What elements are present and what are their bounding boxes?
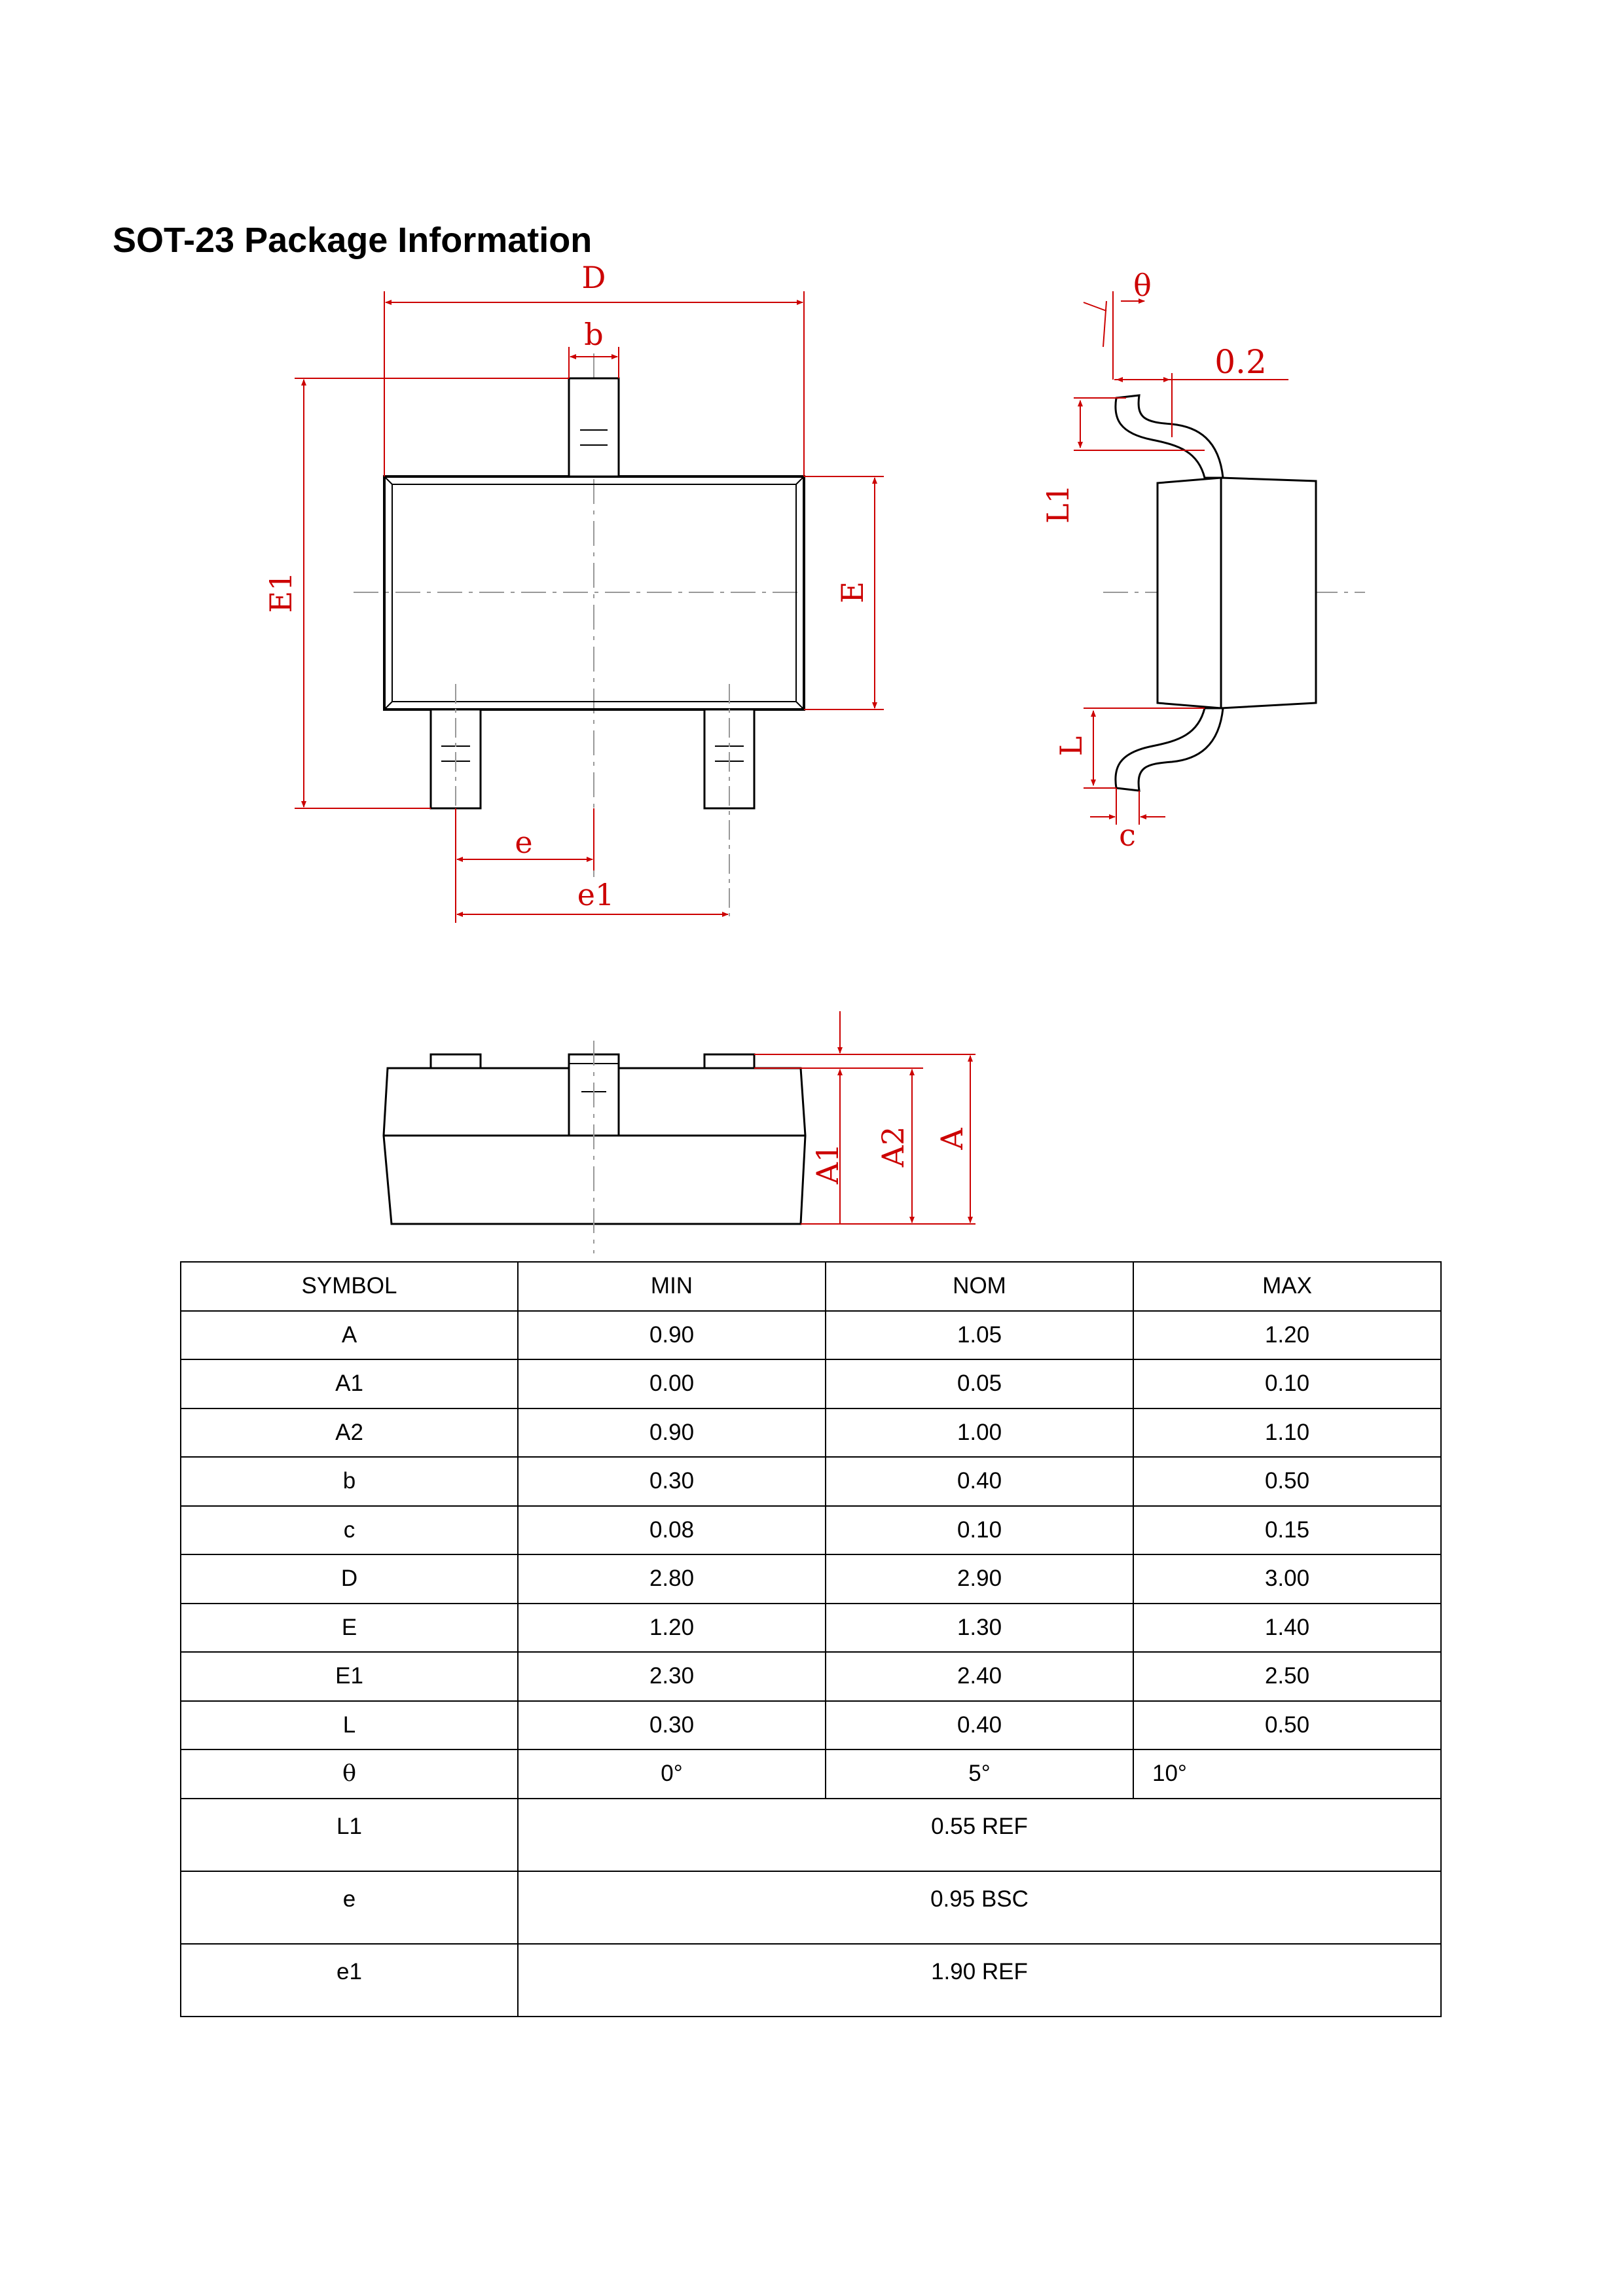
cell-symbol: E: [180, 1602, 519, 1653]
table-row: b 0.30 0.40 0.50: [180, 1456, 1442, 1507]
cell-symbol: D: [180, 1554, 519, 1604]
front-view-labels: A1 A2 A: [810, 1126, 970, 1185]
table-row: A1 0.00 0.05 0.10: [180, 1359, 1442, 1409]
cell-min: 0.90: [517, 1407, 826, 1458]
cell-symbol: E1: [180, 1651, 519, 1702]
table-row: c 0.08 0.10 0.15: [180, 1505, 1442, 1555]
cell-symbol: c: [180, 1505, 519, 1555]
cell-ref-value: 0.95 BSC: [517, 1870, 1442, 1945]
cell-min: 0.08: [517, 1505, 826, 1555]
package-drawing: D b E1 E e e1: [263, 260, 1365, 1253]
side-view-lead-bottom: [1114, 707, 1224, 792]
cell-nom: 1.05: [825, 1310, 1134, 1360]
top-view-labels: D b E1 E e e1: [263, 260, 870, 912]
table-row: A2 0.90 1.00 1.10: [180, 1407, 1442, 1458]
side-view-labels: θ 0.2 L1 L c: [1040, 268, 1267, 853]
top-view-lead-top: [568, 377, 620, 478]
cell-ref-value: 0.55 REF: [517, 1797, 1442, 1872]
cell-max: 0.50: [1133, 1700, 1442, 1750]
front-view-dimensions: [754, 1011, 976, 1225]
table-row: D 2.80 2.90 3.00: [180, 1554, 1442, 1604]
cell-max: 1.10: [1133, 1407, 1442, 1458]
cell-ref-value: 1.90 REF: [517, 1943, 1442, 2017]
cell-symbol: A2: [180, 1407, 519, 1458]
cell-symbol: θ: [180, 1749, 519, 1799]
cell-min: 0.30: [517, 1700, 826, 1750]
side-view-dimensions: [1074, 291, 1288, 825]
cell-symbol: A1: [180, 1359, 519, 1409]
cell-min: 0.90: [517, 1310, 826, 1360]
table-row: θ 0° 5° 10°: [180, 1749, 1442, 1799]
table-row: L 0.30 0.40 0.50: [180, 1700, 1442, 1750]
header-nom: NOM: [825, 1261, 1134, 1312]
table-row: E1 2.30 2.40 2.50: [180, 1651, 1442, 1702]
cell-symbol: e: [180, 1870, 519, 1945]
table-ref-row: e1 1.90 REF: [180, 1943, 1442, 2017]
cell-symbol: A: [180, 1310, 519, 1360]
cell-nom: 5°: [825, 1749, 1134, 1799]
table-ref-row: L1 0.55 REF: [180, 1797, 1442, 1872]
side-view-lead-top: [1114, 394, 1224, 479]
cell-min: 2.80: [517, 1554, 826, 1604]
header-max: MAX: [1133, 1261, 1442, 1312]
cell-max: 1.20: [1133, 1310, 1442, 1360]
cell-nom: 0.10: [825, 1505, 1134, 1555]
cell-max: 0.15: [1133, 1505, 1442, 1555]
page-title: SOT-23 Package Information: [113, 221, 593, 260]
cell-symbol: L1: [180, 1797, 519, 1872]
cell-symbol: e1: [180, 1943, 519, 2017]
label-e1: e1: [577, 877, 615, 912]
label-e: e: [515, 825, 532, 860]
top-view: [354, 353, 805, 916]
table-row: E 1.20 1.30 1.40: [180, 1602, 1442, 1653]
header-min: MIN: [517, 1261, 826, 1312]
label-theta: θ: [1133, 268, 1152, 303]
label-E: E: [835, 581, 870, 603]
cell-min: 2.30: [517, 1651, 826, 1702]
label-gauge-0-2: 0.2: [1214, 343, 1267, 381]
label-E1: E1: [263, 572, 299, 613]
cell-nom: 0.40: [825, 1456, 1134, 1507]
label-A2: A2: [875, 1126, 911, 1168]
table-row: A 0.90 1.05 1.20: [180, 1310, 1442, 1360]
cell-max: 2.50: [1133, 1651, 1442, 1702]
label-A1: A1: [810, 1143, 845, 1185]
front-view: [382, 1041, 807, 1253]
cell-max: 10°: [1133, 1749, 1442, 1799]
cell-max: 3.00: [1133, 1554, 1442, 1604]
label-c: c: [1119, 817, 1136, 853]
cell-min: 0.00: [517, 1359, 826, 1409]
label-A: A: [934, 1128, 970, 1151]
cell-nom: 1.30: [825, 1602, 1134, 1653]
label-b: b: [584, 317, 603, 352]
cell-max: 0.10: [1133, 1359, 1442, 1409]
cell-symbol: L: [180, 1700, 519, 1750]
front-view-lead-right: [703, 1053, 756, 1069]
dimensions-table: SYMBOL MIN NOM MAX A 0.90 1.05 1.20 A1 0…: [180, 1261, 1442, 2017]
cell-nom: 0.05: [825, 1359, 1134, 1409]
cell-nom: 0.40: [825, 1700, 1134, 1750]
side-view: [1103, 394, 1365, 792]
cell-max: 1.40: [1133, 1602, 1442, 1653]
cell-min: 0.30: [517, 1456, 826, 1507]
top-view-body-inner: [392, 484, 797, 702]
cell-nom: 2.40: [825, 1651, 1134, 1702]
cell-symbol: b: [180, 1456, 519, 1507]
table-header-row: SYMBOL MIN NOM MAX: [180, 1261, 1442, 1312]
front-view-lead-left: [429, 1053, 482, 1069]
cell-nom: 1.00: [825, 1407, 1134, 1458]
side-view-body: [1156, 476, 1317, 709]
label-D: D: [582, 260, 606, 295]
top-view-dimensions: [295, 291, 884, 923]
cell-nom: 2.90: [825, 1554, 1134, 1604]
cell-min: 1.20: [517, 1602, 826, 1653]
cell-max: 0.50: [1133, 1456, 1442, 1507]
table-ref-row: e 0.95 BSC: [180, 1870, 1442, 1945]
cell-min: 0°: [517, 1749, 826, 1799]
header-symbol: SYMBOL: [180, 1261, 519, 1312]
label-L: L: [1053, 736, 1089, 757]
label-L1: L1: [1040, 484, 1076, 524]
